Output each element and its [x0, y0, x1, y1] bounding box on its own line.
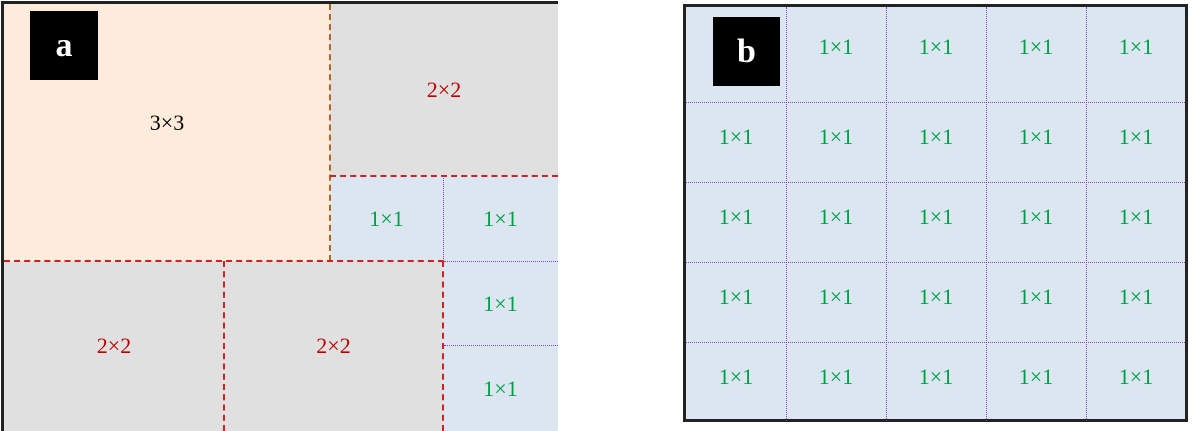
block-1x1: 1×1 — [686, 182, 786, 262]
block-label: 1×1 — [718, 204, 754, 229]
block-1x1: 1×1 — [786, 102, 886, 182]
divider — [444, 261, 558, 262]
grid-line — [686, 342, 1185, 343]
block-label: 1×1 — [483, 205, 518, 231]
block-1x1: 1×1 — [686, 102, 786, 182]
block-1x1: 1×1 — [1086, 262, 1186, 342]
block-label: 1×1 — [818, 284, 854, 309]
block-1x1: 1×1 — [786, 182, 886, 262]
panel-label: b — [713, 17, 780, 86]
block-1x1: 1×1 — [443, 176, 558, 261]
block-1x1: 1×1 — [886, 262, 986, 342]
divider — [223, 261, 225, 431]
block-1x1: 1×1 — [886, 7, 986, 102]
block-1x1: 1×1 — [1086, 7, 1186, 102]
panel-label: a — [30, 11, 98, 80]
block-1x1: 1×1 — [786, 262, 886, 342]
block-1x1: 1×1 — [1086, 102, 1186, 182]
block-label: 1×1 — [818, 124, 854, 149]
grid-line — [986, 7, 987, 421]
block-1x1: 1×1 — [986, 182, 1086, 262]
divider — [329, 4, 331, 261]
divider — [330, 175, 558, 177]
block-label: 1×1 — [483, 375, 518, 401]
block-label: 1×1 — [483, 290, 518, 316]
block-label: 1×1 — [718, 284, 754, 309]
block-1x1: 1×1 — [330, 176, 443, 261]
block-label: 1×1 — [918, 364, 954, 389]
block-label: 2×2 — [426, 77, 462, 102]
block-1x1: 1×1 — [686, 342, 786, 421]
block-1x1: 1×1 — [786, 342, 886, 421]
block-2x2: 2×2 — [4, 261, 224, 431]
panel-a: 3×3 2×2 1×1 1×1 2×2 2×2 1×1 1×1 a — [1, 1, 558, 431]
block-label: 1×1 — [1118, 204, 1154, 229]
block-1x1: 1×1 — [986, 262, 1086, 342]
block-1x1: 1×1 — [786, 7, 886, 102]
block-label: 1×1 — [818, 34, 854, 59]
block-label: 1×1 — [1018, 34, 1054, 59]
divider — [442, 261, 444, 431]
grid-line — [686, 262, 1185, 263]
block-1x1: 1×1 — [686, 262, 786, 342]
block-label: 1×1 — [818, 364, 854, 389]
grid-line — [1086, 7, 1087, 421]
block-label: 1×1 — [1118, 34, 1154, 59]
block-1x1: 1×1 — [443, 346, 558, 431]
block-label: 3×3 — [149, 109, 185, 135]
block-label: 1×1 — [1018, 364, 1054, 389]
block-label: 1×1 — [1118, 364, 1154, 389]
block-label: 1×1 — [718, 364, 754, 389]
block-label: 1×1 — [918, 34, 954, 59]
grid-line — [686, 182, 1185, 183]
block-1x1: 1×1 — [443, 261, 558, 346]
block-label: 1×1 — [1018, 204, 1054, 229]
block-label: 1×1 — [818, 204, 854, 229]
block-label: 1×1 — [918, 124, 954, 149]
block-1x1: 1×1 — [986, 102, 1086, 182]
block-label: 1×1 — [1118, 284, 1154, 309]
block-label: 1×1 — [918, 204, 954, 229]
block-2x2: 2×2 — [224, 261, 443, 431]
block-1x1: 1×1 — [886, 182, 986, 262]
divider — [443, 176, 444, 261]
block-1x1: 1×1 — [986, 7, 1086, 102]
block-2x2: 2×2 — [330, 4, 558, 176]
divider — [444, 345, 558, 346]
grid-line — [786, 7, 787, 421]
block-1x1: 1×1 — [1086, 342, 1186, 421]
panel-b: 1×1 1×1 1×1 1×1 1×1 1×1 1×1 1×1 1×1 1×1 1×1 1×1 1×1 1… — [683, 4, 1188, 422]
block-label: 2×2 — [316, 333, 351, 358]
block-label: 1×1 — [1018, 124, 1054, 149]
block-label: 1×1 — [369, 205, 404, 231]
grid-line — [886, 7, 887, 421]
block-label: 1×1 — [718, 124, 754, 149]
block-label: 2×2 — [96, 333, 132, 358]
block-1x1: 1×1 — [886, 342, 986, 421]
block-label: 1×1 — [1118, 124, 1154, 149]
block-label: 1×1 — [1018, 284, 1054, 309]
block-1x1: 1×1 — [986, 342, 1086, 421]
grid-line — [686, 102, 1185, 103]
block-1x1: 1×1 — [886, 102, 986, 182]
block-1x1: 1×1 — [1086, 182, 1186, 262]
block-label: 1×1 — [918, 284, 954, 309]
